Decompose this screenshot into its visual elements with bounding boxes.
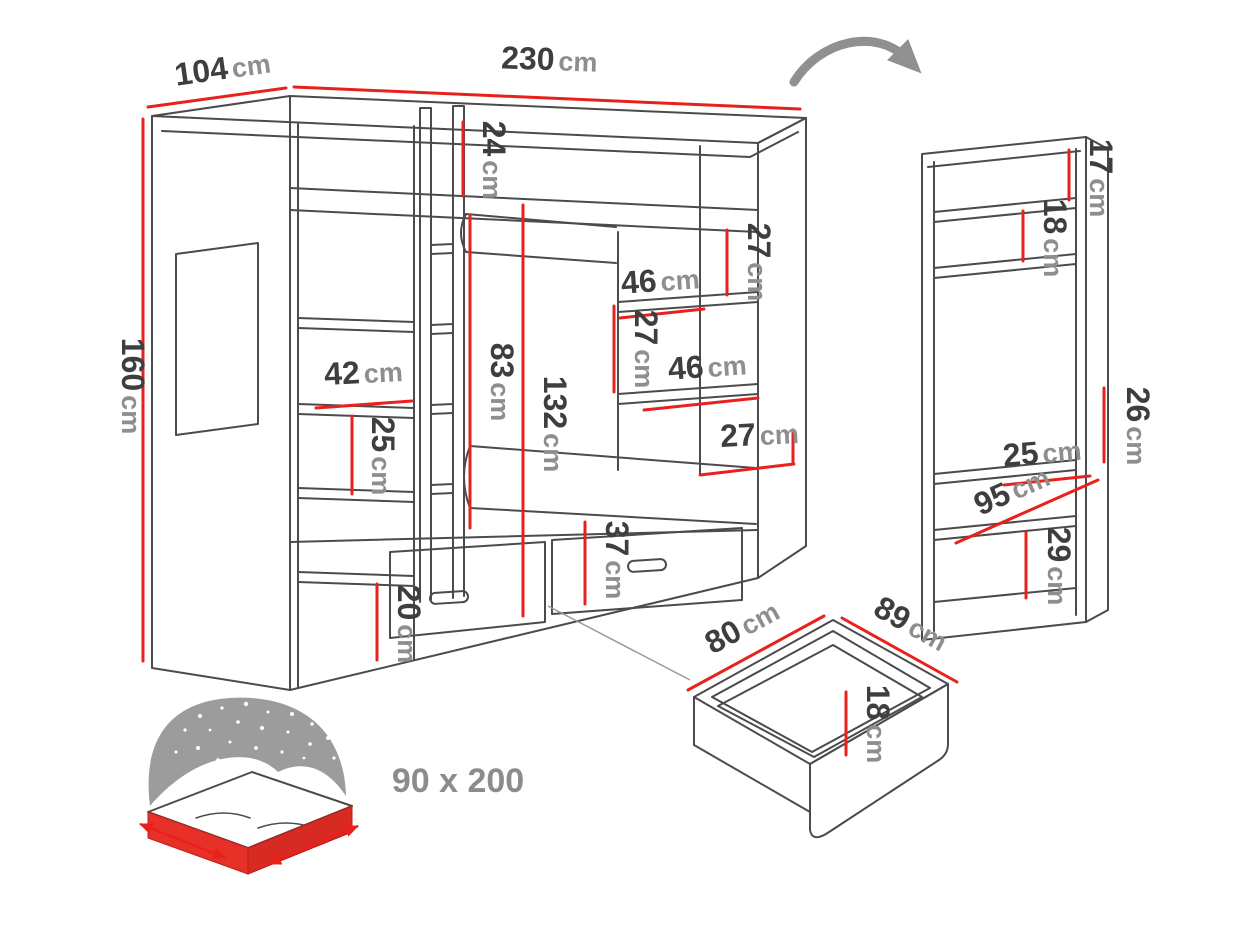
bunk-clearance-label: 83cm <box>484 343 520 422</box>
dimension-upper-bunk-height: 132cm <box>521 203 573 618</box>
dimension-cubby-gap: 25cm <box>350 414 401 496</box>
dimension-bed-depth: 104cm <box>146 44 288 109</box>
bed-top-face-inner-edge <box>161 130 799 158</box>
dimension-cabinet-shelf-gap: 18cm <box>1021 199 1073 278</box>
dimension-cabinet-shelf-depth: 25cm <box>1001 431 1092 487</box>
drawer-front-height-label: 37cm <box>599 521 635 600</box>
dimension-plinth-height: 20cm <box>375 582 427 664</box>
shelf-gap-top-label: 27cm <box>741 223 777 302</box>
shelf-gap-middle-label: 27cm <box>628 310 664 389</box>
left-panel-window-cutout <box>175 242 259 436</box>
cabinet-top-inner-edge <box>927 150 1081 168</box>
dimension-drawer-inner-depth: 18cm <box>844 685 896 764</box>
drawer-front-panel <box>809 683 949 839</box>
drawer-leader-line <box>547 605 691 681</box>
ladder-rungs <box>430 243 454 495</box>
dimension-cabinet-depth: 26cm <box>1102 386 1156 466</box>
drawer-inner-depth-label: 18cm <box>860 685 896 764</box>
shelf-width-lower-label: 46cm <box>667 345 748 386</box>
storage-drawer-drawing <box>693 619 949 839</box>
dimension-shelf-gap-top: 27cm <box>725 223 777 302</box>
dimension-bed-height: 160cm <box>115 117 151 663</box>
cabinet-dimensions: 17cm 18cm 26cm 25cm 95cm 29cm <box>954 139 1156 606</box>
bed-right-panel <box>757 117 807 579</box>
bed-drawer-left <box>389 541 546 639</box>
mattress-size-label: 90 x 200 <box>392 762 524 800</box>
dimension-shelf-width-lower: 46cm <box>642 345 760 412</box>
drawer-handle-right <box>627 558 668 573</box>
dimension-shelf-width-upper: 46cm <box>618 259 706 320</box>
blanket <box>148 697 346 806</box>
cubby-gap-label: 25cm <box>365 417 401 496</box>
cabinet-top-gap-label: 17cm <box>1083 139 1119 218</box>
bed-left-panel <box>151 95 291 691</box>
upper-bunk-mattress <box>460 213 617 264</box>
bunk-bed-drawing <box>151 95 807 691</box>
dimension-cubby-width: 42cm <box>314 352 414 410</box>
drawer-handle-left <box>429 590 470 605</box>
cabinet-inner-frame <box>933 148 1077 632</box>
dimension-guard-rail: 24cm <box>461 120 512 200</box>
shelf-width-upper-label: 46cm <box>620 259 701 300</box>
mattress-size-arrows <box>139 822 359 866</box>
bed-bottom-edge <box>289 577 759 691</box>
lower-bunk-mattress <box>463 445 757 525</box>
mattress-icon <box>139 697 359 875</box>
cabinet-shelves <box>933 197 1077 603</box>
rotation-arrow-icon <box>789 36 922 87</box>
cabinet-shelf-depth-label: 25cm <box>1001 431 1082 474</box>
drawer-rim-inner <box>711 630 931 753</box>
plinth-height-label: 20cm <box>391 585 427 664</box>
dimension-cabinet-top-gap: 17cm <box>1067 139 1119 218</box>
dimension-drawer-front-height: 37cm <box>583 520 635 606</box>
cabinet-side-face <box>1085 136 1109 623</box>
bed-depth-label: 104cm <box>172 44 272 93</box>
cabinet-shelf-gap-label: 18cm <box>1037 199 1073 278</box>
drawer-floor <box>717 644 923 758</box>
dimension-bunk-clearance: 83cm <box>468 213 520 530</box>
blanket-stars <box>174 701 336 764</box>
cabinet-depth-label: 26cm <box>1120 387 1156 466</box>
dimension-cabinet-bottom-gap: 29cm <box>1024 527 1077 606</box>
ladder <box>419 105 465 603</box>
upper-bunk-height-label: 132cm <box>537 376 573 472</box>
shelf-cabinet-drawing <box>921 136 1109 641</box>
dimension-shelf-gap-middle: 27cm <box>612 304 664 394</box>
bed-height-label: 160cm <box>115 338 151 434</box>
bed-drawer-right <box>551 527 743 615</box>
side-rail-label: 27cm <box>719 414 799 454</box>
drawer-dimensions: 80cm 89cm 18cm <box>686 589 959 764</box>
guard-rail-bottom-line <box>289 187 759 211</box>
dimension-side-rail: 27cm <box>698 414 800 477</box>
cabinet-bottom-gap-label: 29cm <box>1041 527 1077 606</box>
dimension-drawer-width: 80cm <box>686 596 826 692</box>
cubby-width-label: 42cm <box>323 352 403 392</box>
guard-rail-label: 24cm <box>476 121 512 200</box>
